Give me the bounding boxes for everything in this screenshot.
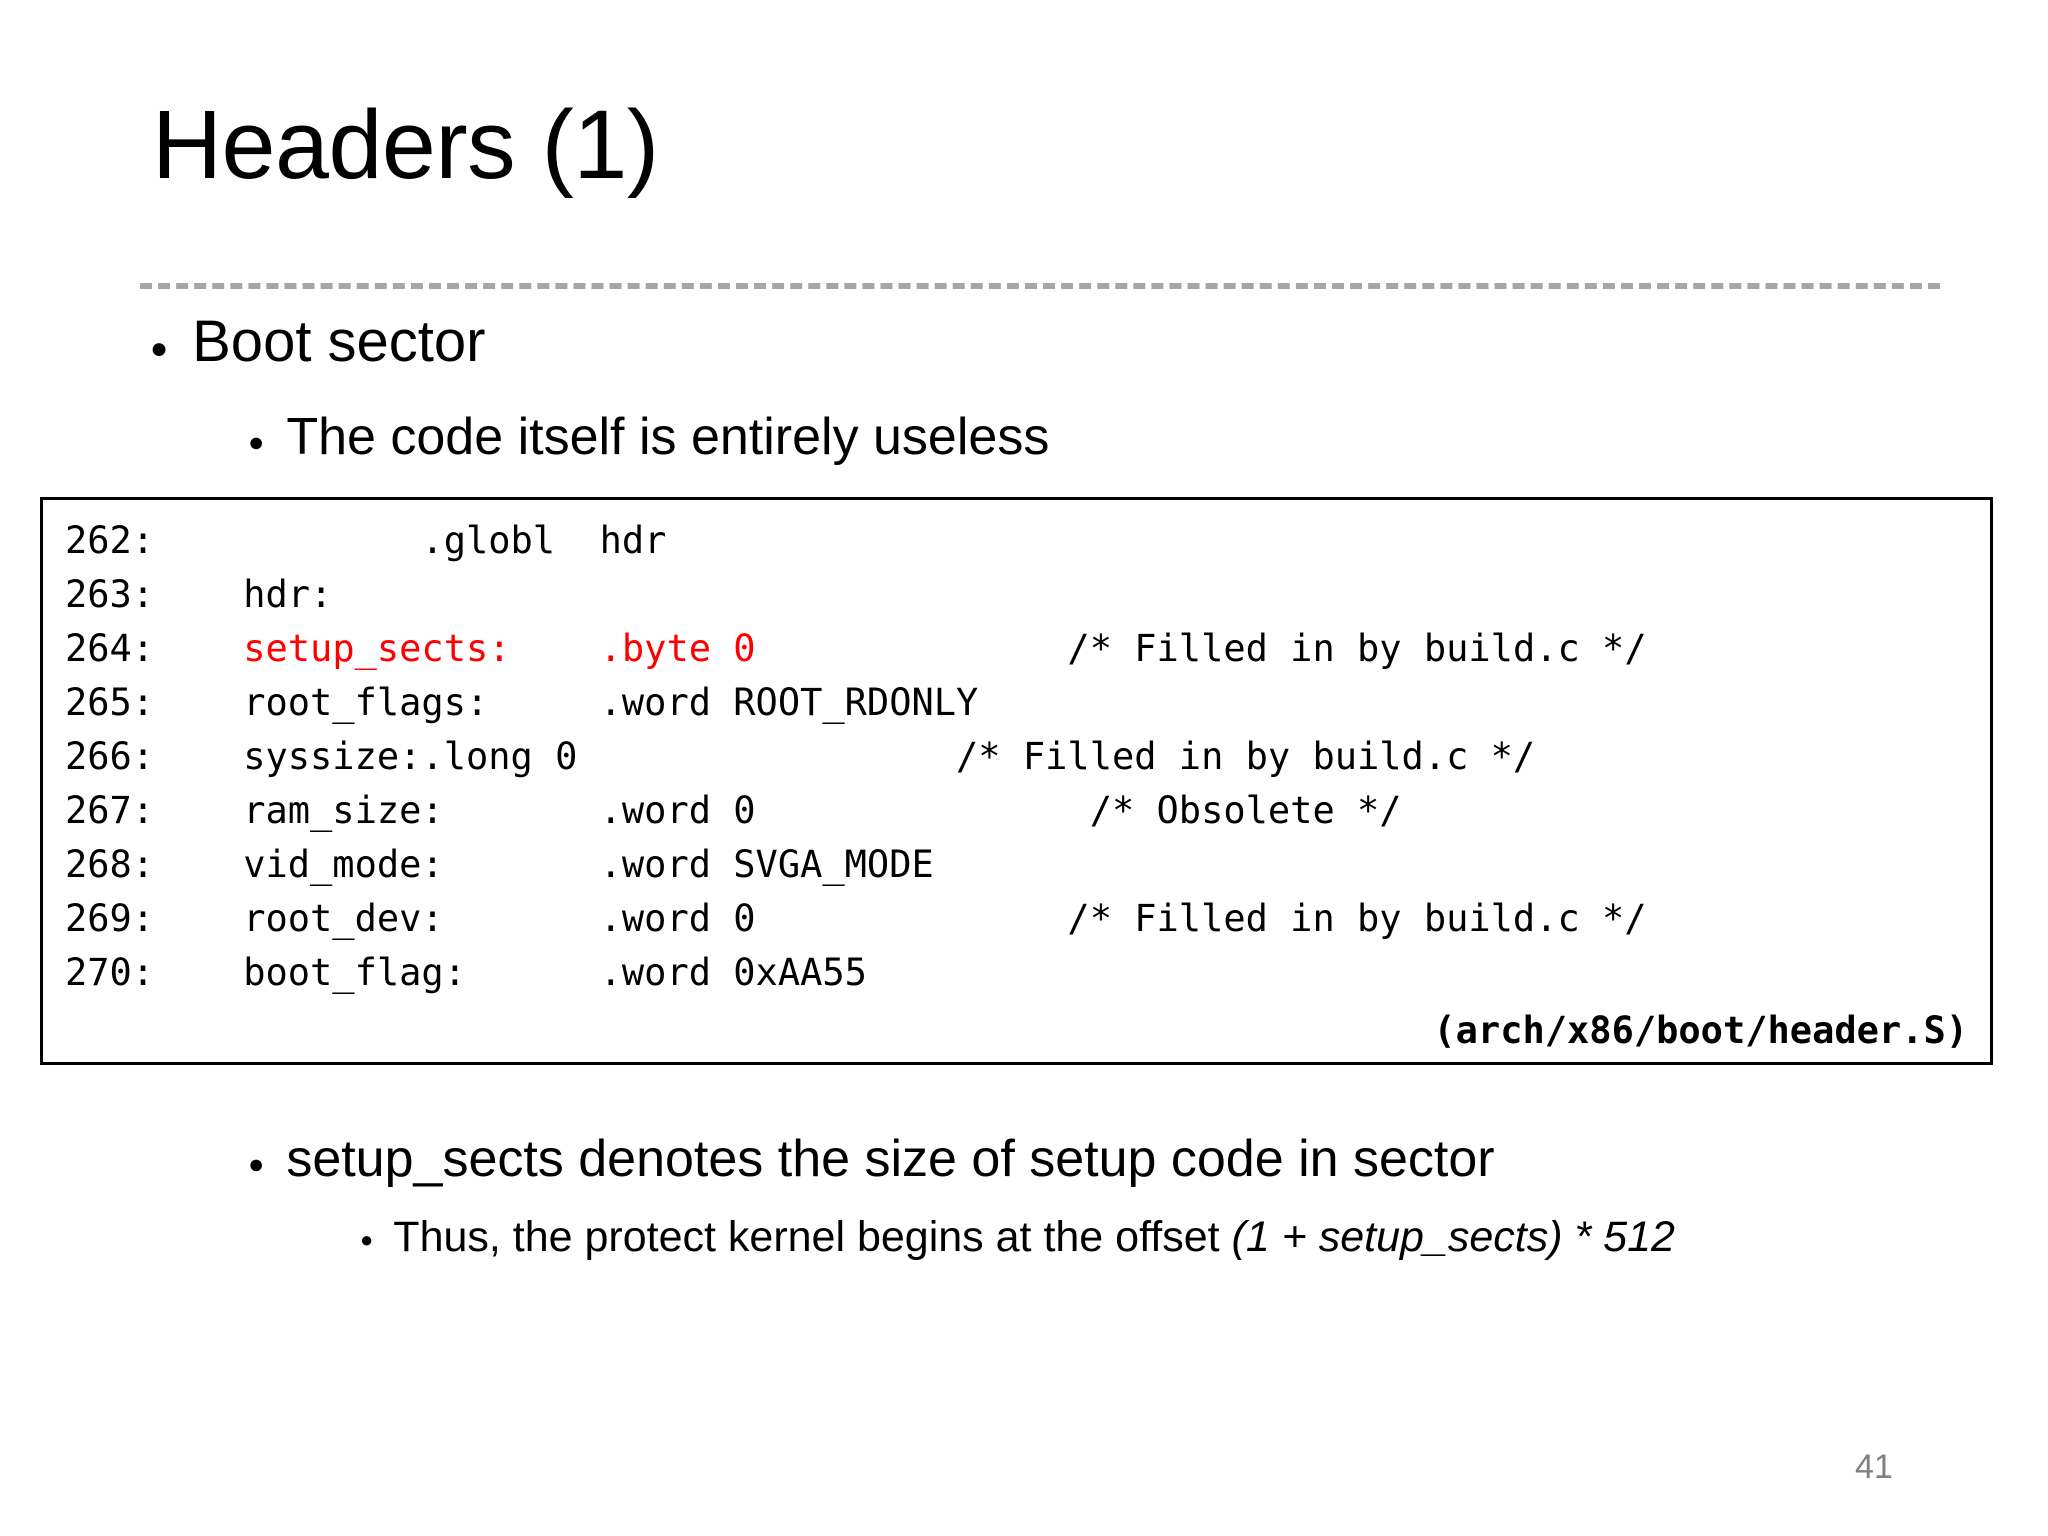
bullet-dot-icon: ● bbox=[248, 427, 265, 457]
code-line: 267: ram_size: .word 0 /* Obsolete */ bbox=[65, 789, 1402, 832]
code-line-comment: /* Filled in by build.c */ bbox=[755, 627, 1647, 670]
code-line: 263: hdr: bbox=[65, 573, 333, 616]
code-line-code: setup_sects: .byte 0 bbox=[154, 627, 756, 670]
code-line: 264: setup_sects: .byte 0 /* Filled in b… bbox=[65, 622, 1647, 676]
code-line-number: 264: bbox=[65, 627, 155, 670]
code-line: 266: syssize:.long 0 /* Filled in by bui… bbox=[65, 735, 1536, 778]
code-listing-box: 262: .globl hdr 263: hdr: 264: setup_sects… bbox=[40, 497, 1993, 1065]
code-source-path: (arch/x86/boot/header.S) bbox=[1433, 1009, 1968, 1052]
bullet-code-useless: ● The code itself is entirely useless bbox=[248, 408, 1049, 466]
bullet-thus-protect-formula: (1 + setup_sects) * 512 bbox=[1231, 1213, 1675, 1261]
bullet-boot-sector: ● Boot sector bbox=[150, 309, 486, 375]
code-line: 270: boot_flag: .word 0xAA55 bbox=[65, 951, 867, 994]
code-line: 262: .globl hdr bbox=[65, 519, 667, 562]
bullet-setup-sects: ● setup_sects denotes the size of setup … bbox=[248, 1130, 1495, 1188]
bullet-dot-icon: ● bbox=[248, 1149, 265, 1179]
code-listing-lines: 262: .globl hdr 263: hdr: 264: setup_sects… bbox=[65, 514, 1647, 1000]
title-divider bbox=[140, 283, 1940, 289]
code-line: 265: root_flags: .word ROOT_RDONLY bbox=[65, 681, 979, 724]
page-title: Headers (1) bbox=[152, 90, 659, 199]
bullet-thus-protect-plain: Thus, the protect kernel begins at the o… bbox=[393, 1213, 1232, 1261]
bullet-code-useless-label: The code itself is entirely useless bbox=[286, 408, 1050, 466]
code-line: 268: vid_mode: .word SVGA_MODE bbox=[65, 843, 934, 886]
bullet-dot-icon: ● bbox=[150, 332, 169, 365]
bullet-thus-protect-label: Thus, the protect kernel begins at the o… bbox=[393, 1212, 1920, 1264]
bullet-setup-sects-label: setup_sects denotes the size of setup co… bbox=[286, 1130, 1495, 1188]
code-line: 269: root_dev: .word 0 /* Filled in by b… bbox=[65, 897, 1647, 940]
bullet-boot-sector-label: Boot sector bbox=[192, 309, 486, 374]
bullet-dot-icon: ● bbox=[360, 1227, 374, 1252]
bullet-thus-protect: ● Thus, the protect kernel begins at the… bbox=[360, 1212, 1920, 1264]
page-number: 41 bbox=[1855, 1448, 1893, 1486]
